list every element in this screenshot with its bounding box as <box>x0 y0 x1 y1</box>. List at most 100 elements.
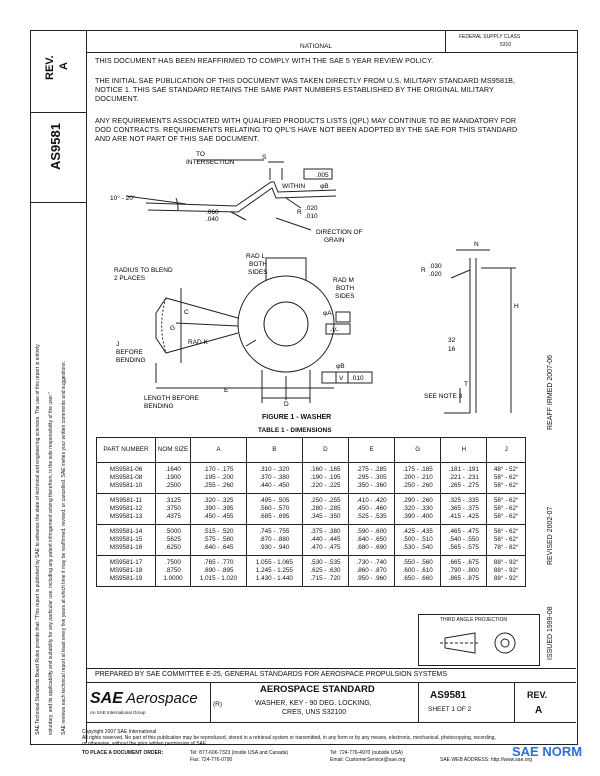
table-cell: .160 - .165 <box>301 462 349 474</box>
table-cell: .220 - .225 <box>301 482 349 494</box>
issued-date: ISSUED 1999-08 <box>547 606 554 660</box>
table-row: MS9581-10.2500.255 - .260.440 - .450.220… <box>96 482 526 494</box>
table-cell: MS9581-19 <box>96 575 156 587</box>
label-rad-m: RAD M <box>333 277 354 284</box>
table-cell: 58° - 62° <box>486 474 526 482</box>
table-cell: .470 - .475 <box>301 544 349 556</box>
col-nom-size: NOM SIZE <box>155 437 191 463</box>
table-cell: 88° - 92° <box>486 555 526 567</box>
label-c: C <box>184 309 189 316</box>
tel-inside: Tel: 877-606-7323 (inside USA and Canada… <box>190 750 289 756</box>
label-r020-side: .020 <box>429 271 442 278</box>
email: Email: CustomerService@sae.org <box>330 757 406 763</box>
table-cell: .530 - .540 <box>394 544 442 556</box>
table-cell: .765 - .770 <box>190 555 247 567</box>
col-d: D <box>301 437 349 463</box>
label-16: 16 <box>448 346 456 353</box>
table-cell: .250 - .260 <box>394 482 442 494</box>
rights-text: All rights reserved. No part of this pub… <box>82 735 496 741</box>
sidebar-legal-2: voluntary, and its applicability and sui… <box>48 392 54 735</box>
table-cell: .450 - .455 <box>190 513 247 525</box>
table-cell: .5625 <box>155 536 191 544</box>
label-r: R <box>297 209 302 216</box>
table-cell: .280 - .285 <box>301 505 349 513</box>
table-cell: .415 - .425 <box>440 513 488 525</box>
description-line-1: WASHER, KEY - 90 DEG. LOCKING, <box>255 700 372 707</box>
table-cell: .290 - .260 <box>394 493 442 505</box>
table-cell: .530 - .535 <box>301 555 349 567</box>
fax: Fax: 724-776-0790 <box>190 757 233 763</box>
copyright: Copyright 2007 SAE International <box>82 729 157 735</box>
footer-divider <box>86 682 576 683</box>
label-angle: 10° - 20° <box>110 194 136 202</box>
table-cell: 58° - 62° <box>486 505 526 513</box>
table-cell: .6250 <box>155 544 191 556</box>
table-cell: .2500 <box>155 482 191 494</box>
table-cell: .4375 <box>155 513 191 525</box>
table-cell: .565 - .575 <box>440 544 488 556</box>
col-h: H <box>440 437 488 463</box>
table-cell: .265 - .275 <box>440 482 488 494</box>
label-32: 32 <box>448 337 456 344</box>
label-both: BOTH <box>249 261 267 268</box>
table-row: MS9581-08.1900.195 - .200.370 - .380.190… <box>96 474 526 482</box>
dimensions-table: PART NUMBER NOM SIZE A B D E G H J MS958… <box>96 437 526 587</box>
table-cell: .320 - .330 <box>394 505 442 513</box>
label-r010: .010 <box>305 213 318 220</box>
label-radius-blend: RADIUS TO BLEND <box>114 267 173 274</box>
label-before: BEFORE <box>116 349 143 356</box>
table-cell: MS9581-12 <box>96 505 156 513</box>
table-header-row: PART NUMBER NOM SIZE A B D E G H J <box>96 437 526 463</box>
sidebar-doc-number: AS9581 <box>48 123 63 170</box>
footer-rev-value: A <box>535 705 543 716</box>
footer-doc-number: AS9581 <box>430 690 467 701</box>
table-cell: .450 - .460 <box>347 505 396 513</box>
col-e: E <box>347 437 396 463</box>
table-row: MS9581-13.4375.450 - .455.685 - .695.345… <box>96 513 526 525</box>
sae-logo: SAE Aerospace An SAE International Group <box>86 682 210 722</box>
table-cell: MS9581-15 <box>96 536 156 544</box>
table-cell: MS9581-18 <box>96 567 156 575</box>
page-frame <box>30 30 578 745</box>
table-cell: .790 - .800 <box>440 567 488 575</box>
label-rad-l: RAD L <box>246 253 266 260</box>
table-cell: .3750 <box>155 505 191 513</box>
table-cell: .860 - .870 <box>347 567 396 575</box>
reaffirm-paragraph: THIS DOCUMENT HAS BEEN REAFFIRMED TO COM… <box>95 56 434 65</box>
table-cell: .425 - .435 <box>394 524 442 536</box>
label-phi-b2: φB <box>336 363 345 370</box>
label-grain: GRAIN <box>324 237 345 244</box>
label-rad-k: RAD K <box>188 339 209 346</box>
footer-vdivider <box>514 682 515 722</box>
table-cell: .255 - .260 <box>190 482 247 494</box>
fsc-label: FEDERAL SUPPLY CLASS <box>459 34 521 40</box>
footer-vdivider <box>418 682 419 722</box>
header-national: NATIONAL <box>300 43 333 50</box>
projection-symbol-icon <box>440 632 516 654</box>
table-cell: .525 - .535 <box>347 513 396 525</box>
table-cell: .410 - .420 <box>347 493 396 505</box>
table-cell: .3125 <box>155 493 191 505</box>
table-cell: .575 - .580 <box>190 536 247 544</box>
table-cell: .650 - .660 <box>394 575 442 587</box>
table-cell: .930 - .940 <box>245 544 303 556</box>
label-r040: .040 <box>206 216 219 223</box>
table-cell: .181 - .191 <box>440 462 488 474</box>
fcf-tolerance: .010 <box>351 375 364 382</box>
table-cell: .625 - .630 <box>301 567 349 575</box>
table-cell: MS9581-16 <box>96 544 156 556</box>
label-phi-a: φA <box>323 310 332 317</box>
reaffirm-mark: (R) <box>213 701 223 708</box>
table-cell: .200 - .210 <box>394 474 442 482</box>
table-cell: .540 - .550 <box>440 536 488 544</box>
standard-title: AEROSPACE STANDARD <box>260 684 375 695</box>
table-caption: TABLE 1 - DIMENSIONS <box>258 427 332 434</box>
table-cell: 48° - 52° <box>486 462 526 474</box>
footer-divider <box>86 668 576 669</box>
table-cell: .221 - .231 <box>440 474 488 482</box>
table-cell: .190 - .195 <box>301 474 349 482</box>
col-g: G <box>394 437 442 463</box>
table-cell: MS9581-17 <box>96 555 156 567</box>
col-a: A <box>190 437 247 463</box>
table-row: MS9581-15.5625.575 - .580.870 - .880.440… <box>96 536 526 544</box>
